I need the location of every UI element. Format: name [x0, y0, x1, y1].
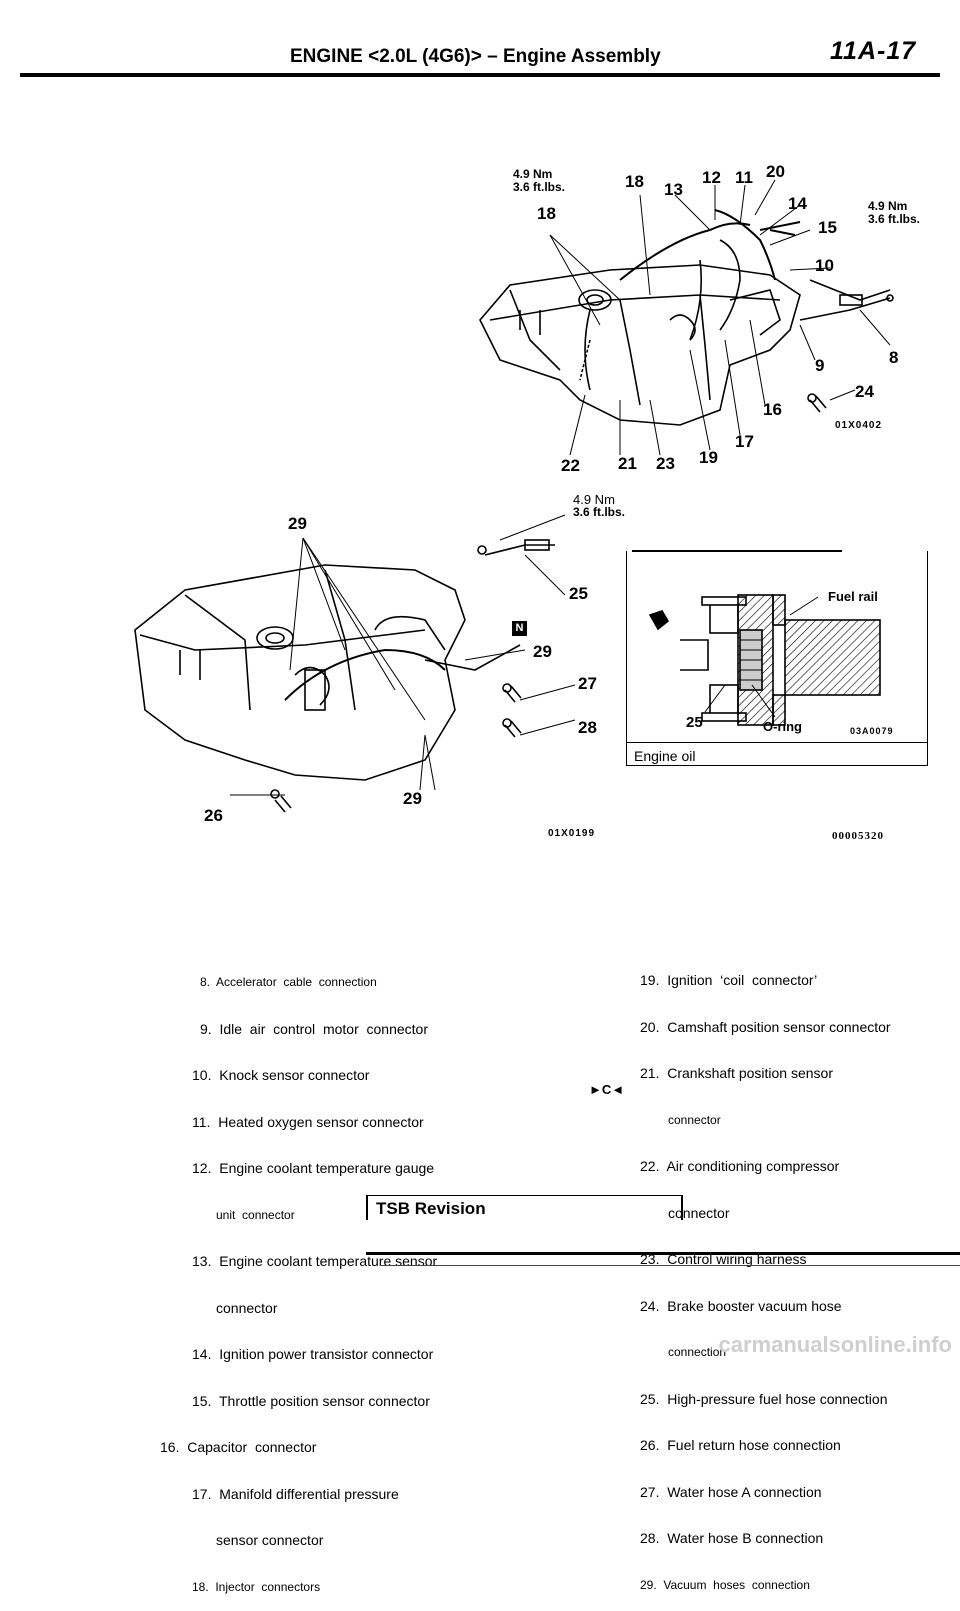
tsb-revision-box	[366, 1195, 683, 1220]
legend-item-29: 29. Vacuum hoses connection	[640, 1577, 810, 1592]
legend-item-21-cont: connector	[668, 1112, 721, 1127]
callout-10: 10	[815, 256, 834, 275]
legend-item-10: 10. Knock sensor connector	[192, 1067, 370, 1083]
engine-diagram-bottom	[134, 514, 576, 813]
callout-20: 20	[766, 162, 785, 181]
callout-23: 23	[656, 454, 675, 473]
page-title: ENGINE <2.0L (4G6)> – Engine Assembly	[290, 46, 661, 67]
callout-14: 14	[788, 194, 807, 213]
inset-label-engine-oil: Engine oil	[634, 748, 696, 764]
legend-item-22: 22. Air conditioning compressor	[640, 1158, 840, 1174]
legend-item-17-cont: sensor connector	[216, 1532, 324, 1548]
legend-item-23: 23. Control wiring harness	[640, 1251, 807, 1267]
legend-right: 19. Ignition ‘coil connector’ 20. Camsha…	[640, 942, 891, 1609]
callout-27: 27	[578, 674, 597, 693]
footer-rule	[366, 1252, 960, 1255]
page-code: 11A-17	[830, 37, 917, 65]
inset-label-fuel-rail: Fuel rail	[828, 589, 878, 604]
marker-n-icon: N	[512, 621, 527, 636]
engine-diagram-top	[479, 179, 894, 456]
legend-item-9: 9. Idle air control motor connector	[200, 1020, 428, 1037]
inset-top-rule	[632, 550, 842, 552]
fig-code-top: 01X0402	[835, 420, 883, 431]
callout-22: 22	[561, 456, 580, 475]
callout-18a: 18	[625, 172, 644, 191]
legend-item-24-cont: connection	[668, 1345, 727, 1359]
inset-label-o-ring: O-ring	[763, 719, 802, 734]
callout-28: 28	[578, 718, 597, 737]
callout-19: 19	[699, 448, 718, 467]
callout-15: 15	[818, 218, 837, 237]
inset-box	[626, 551, 928, 766]
callout-16: 16	[763, 400, 782, 419]
legend-item-19: 19. Ignition ‘coil connector’	[640, 972, 818, 988]
legend-item-18: 18. Injector connectors	[192, 1579, 321, 1594]
legend-item-12-cont: unit connector	[216, 1207, 295, 1222]
callout-12: 12	[702, 168, 721, 187]
fig-code-inset: 03A0079	[850, 726, 894, 736]
legend-item-24: 24. Brake booster vacuum hose	[640, 1297, 842, 1314]
legend-item-26: 26. Fuel return hose connection	[640, 1437, 841, 1453]
callout-29b: 29	[533, 642, 552, 661]
watermark: carmanualsonline.info	[718, 1332, 953, 1357]
callout-13: 13	[664, 180, 683, 199]
callout-29c: 29	[403, 789, 422, 808]
callout-25: 25	[569, 584, 588, 603]
callout-18b: 18	[537, 204, 556, 223]
inset-label-25: 25	[686, 714, 703, 731]
fuel-rail-detail	[648, 594, 881, 726]
callout-24: 24	[855, 382, 874, 401]
footer-rule-thin	[380, 1265, 960, 1266]
header-rule	[20, 73, 940, 77]
fig-code-bottom: 01X0199	[548, 828, 596, 839]
callout-29a: 29	[288, 514, 307, 533]
callout-17: 17	[735, 432, 754, 451]
tsb-revision-label: TSB Revision	[376, 1199, 486, 1218]
legend-item-15: 15. Throttle position sensor connector	[192, 1392, 430, 1409]
legend-item-27: 27. Water hose A connection	[640, 1483, 822, 1500]
legend-item-13-cont: connector	[216, 1299, 278, 1316]
legend-marker-c-icon: ►C◄	[589, 1082, 625, 1097]
legend-item-16: 16. Capacitor connector	[160, 1439, 317, 1455]
callout-11: 11	[735, 168, 753, 187]
legend-left: 8. Accelerator cable connection 9. Idle …	[160, 944, 437, 1611]
legend-item-8: 8. Accelerator cable connection	[200, 975, 377, 989]
legend-item-20: 20. Camshaft position sensor connector	[640, 1018, 891, 1035]
legend-item-13: 13. Engine coolant temperature sensor	[192, 1253, 438, 1269]
callout-9: 9	[815, 356, 825, 375]
legend-item-22-cont: connector	[668, 1204, 730, 1221]
inset-divider	[626, 742, 928, 743]
legend-item-17: 17. Manifold differential pressure	[192, 1485, 399, 1502]
legend-item-28: 28. Water hose B connection	[640, 1530, 824, 1546]
legend-item-12: 12. Engine coolant temperature gauge	[192, 1160, 435, 1176]
legend-item-11: 11. Heated oxygen sensor connector	[192, 1113, 424, 1130]
legend-item-25: 25. High-pressure fuel hose connection	[640, 1390, 888, 1407]
reference-number: 00005320	[832, 830, 884, 842]
callout-8: 8	[889, 348, 899, 367]
legend-item-21: 21. Crankshaft position sensor	[640, 1065, 833, 1081]
legend-item-14: 14. Ignition power transistor connector	[192, 1346, 434, 1362]
callout-21: 21	[618, 454, 637, 473]
callout-26: 26	[204, 806, 223, 825]
